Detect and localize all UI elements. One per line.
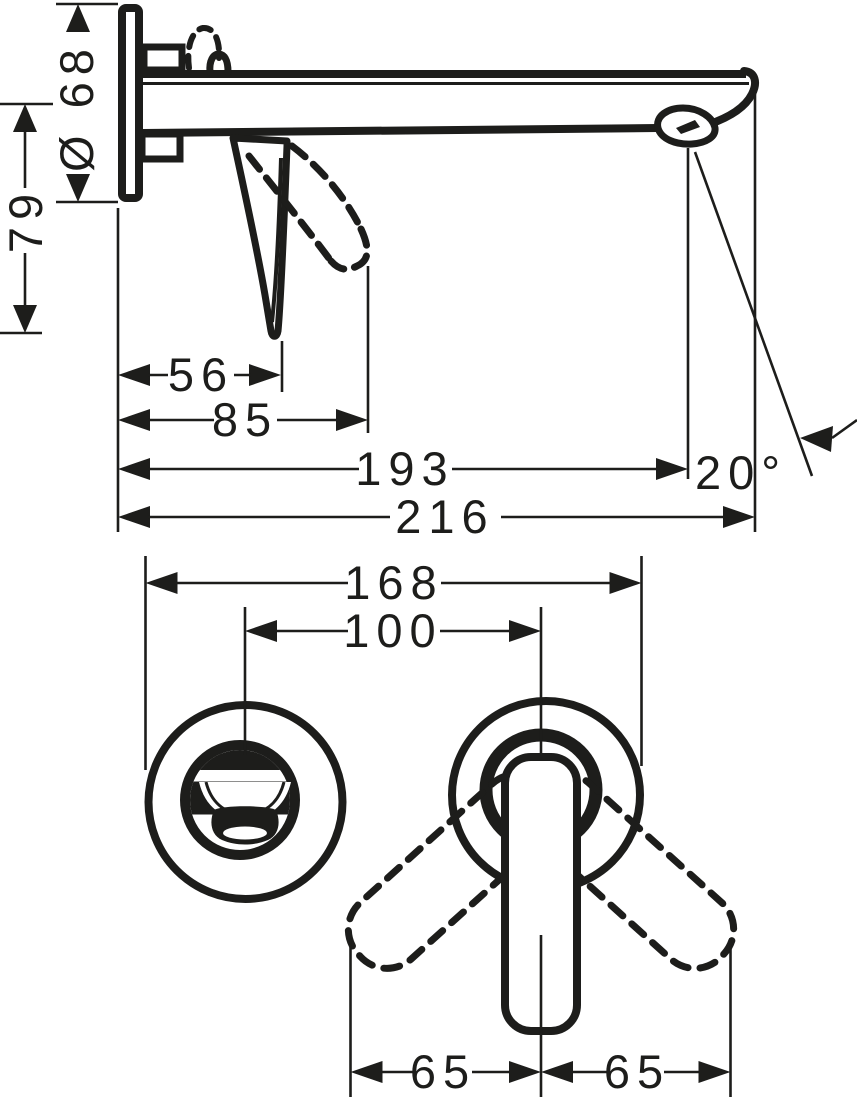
spout-front-slot <box>190 770 290 782</box>
wall-plate <box>118 4 143 202</box>
dim-arrow-down <box>66 174 90 202</box>
dim-56-label: 56 <box>168 348 234 401</box>
dim-216-label: 216 <box>395 490 494 543</box>
dim-height-label: 79 <box>0 187 52 253</box>
dim-angle-20: 20° <box>693 151 857 499</box>
dim-arrow-right <box>249 364 281 386</box>
spout-underside <box>142 124 659 137</box>
dim-arrow-left <box>145 572 178 594</box>
dim-arrow-right <box>509 620 541 642</box>
dim-arrow-right <box>509 1061 541 1083</box>
mounting-block-bottom <box>138 130 184 163</box>
lever-handle-dashed-tip <box>327 225 371 273</box>
dim-65-left: 65 <box>350 1045 541 1098</box>
aerator-outlet-ellipse <box>223 826 267 840</box>
dim-diameter-label: Ø 68 <box>50 42 103 172</box>
dim-arrow-up <box>13 104 37 132</box>
dim-arrow-left <box>118 409 150 431</box>
lever-tip-hook <box>206 50 232 76</box>
dim-arrow-right <box>609 572 642 594</box>
dim-100-label: 100 <box>343 604 442 657</box>
lever-handle-dashed-lower-edge <box>245 152 335 265</box>
dim-arrow-left <box>118 364 150 386</box>
angle-arrow-tail <box>831 418 857 440</box>
lever-tip-dashed-raised <box>185 25 223 71</box>
aerator-face-mark <box>676 120 700 134</box>
dim-arrow-down <box>13 305 37 333</box>
dim-arrow-right <box>698 1061 731 1083</box>
dim-height-79: 79 <box>0 102 53 335</box>
dim-arrow-left <box>118 506 150 528</box>
dim-arrow-right <box>656 458 688 480</box>
lever-handle-dashed-upper-edge <box>288 142 365 233</box>
dim-168-label: 168 <box>344 556 443 609</box>
dim-65-right: 65 <box>541 1045 731 1098</box>
dim-arrow-right <box>723 506 755 528</box>
front-view: 168 100 65 65 <box>144 556 738 1098</box>
dim-216: 216 <box>118 490 755 543</box>
dim-arrow-left <box>245 620 277 642</box>
dim-56: 56 <box>118 348 281 401</box>
dim-arrow-left <box>350 1061 383 1083</box>
lever-handle-inner-line <box>270 157 283 323</box>
dim-100: 100 <box>245 604 541 657</box>
mounting-block-top <box>140 43 186 74</box>
dim-85: 85 <box>118 393 368 446</box>
dim-65-left-label: 65 <box>410 1045 476 1098</box>
dim-arrow-right <box>336 409 368 431</box>
dim-arrow-left <box>118 458 150 480</box>
spout-tip-curve <box>703 67 760 129</box>
dim-angle-label: 20° <box>695 446 787 499</box>
side-view: Ø 68 79 56 <box>0 2 857 543</box>
dim-85-label: 85 <box>212 393 278 446</box>
dim-168: 168 <box>145 556 642 609</box>
dim-arrow-left <box>541 1061 573 1083</box>
dim-arrow-up <box>66 4 90 32</box>
dim-diameter-68: Ø 68 <box>50 2 118 204</box>
dim-193: 193 <box>118 442 688 495</box>
angle-arrow <box>800 426 833 452</box>
dim-65-right-label: 65 <box>604 1045 670 1098</box>
dim-193-label: 193 <box>355 442 454 495</box>
angle-reference-line <box>693 151 814 477</box>
